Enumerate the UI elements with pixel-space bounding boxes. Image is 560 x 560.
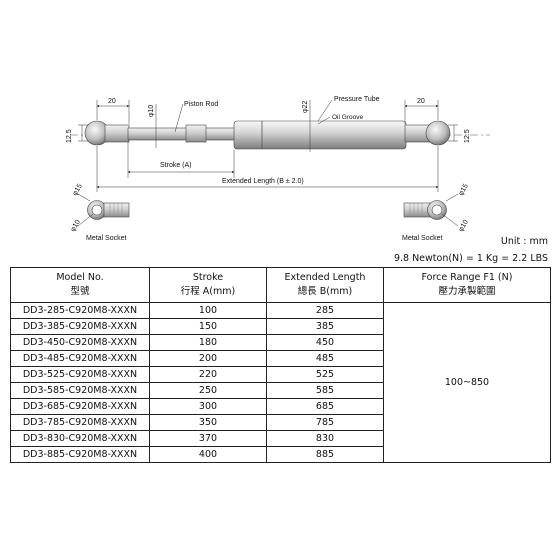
table-row: DD3-525-C920M8-XXXN 220 525	[10, 366, 551, 383]
cell-length: 585	[266, 382, 384, 399]
label-piston-rod: Piston Rod	[184, 101, 218, 108]
gas-spring-drawing: 20 20 φ10 φ22 Piston Rod Pressure Tube O…	[66, 96, 490, 242]
label-socket-left: Metal Socket	[86, 235, 127, 242]
dim-end-right: 20	[417, 98, 425, 105]
cell-stroke: 180	[149, 334, 267, 351]
socket-left-inner: φ10	[70, 219, 82, 233]
spec-table: Model No. 型號 Stroke 行程 A(mm) Extended Le…	[10, 267, 551, 463]
socket-right-outer: φ15	[458, 183, 470, 197]
cell-model: DD3-285-C920M8-XXXN	[10, 302, 150, 319]
cell-model: DD3-785-C920M8-XXXN	[10, 414, 150, 431]
dim-end-left: 20	[108, 98, 116, 105]
dim-end-height-right: 12.5	[464, 129, 471, 143]
cell-model: DD3-685-C920M8-XXXN	[10, 398, 150, 415]
cell-model: DD3-585-C920M8-XXXN	[10, 382, 150, 399]
dim-end-height-left: 12.5	[66, 129, 73, 143]
cell-model: DD3-485-C920M8-XXXN	[10, 350, 150, 367]
cell-length: 285	[266, 302, 384, 319]
cell-length: 685	[266, 398, 384, 415]
table-row: DD3-830-C920M8-XXXN 370 830	[10, 430, 551, 447]
label-stroke: Stroke (A)	[160, 162, 192, 169]
pressure-tube	[233, 120, 407, 150]
table-row: DD3-285-C920M8-XXXN 100 285 100~850	[10, 302, 551, 463]
label-pressure-tube: Pressure Tube	[334, 96, 380, 103]
cell-length: 885	[266, 446, 384, 463]
cell-force-range: 100~850	[383, 302, 551, 463]
label-oil-groove: Oil Groove	[332, 114, 363, 121]
header-stroke: Stroke 行程 A(mm)	[149, 267, 267, 303]
unit-note: Unit : mm	[500, 236, 548, 247]
table-row: DD3-485-C920M8-XXXN 200 485	[10, 350, 551, 367]
cell-stroke: 220	[149, 366, 267, 383]
cell-stroke: 400	[149, 446, 267, 463]
cell-model: DD3-450-C920M8-XXXN	[10, 334, 150, 351]
cell-length: 525	[266, 366, 384, 383]
cell-length: 485	[266, 350, 384, 367]
cell-model: DD3-830-C920M8-XXXN	[10, 430, 150, 447]
cell-stroke: 370	[149, 430, 267, 447]
label-extended-length: Extended Length (B ± 2.0)	[222, 178, 304, 185]
header-model: Model No. 型號	[10, 267, 150, 303]
cell-length: 450	[266, 334, 384, 351]
cell-length: 830	[266, 430, 384, 447]
right-metal-socket	[403, 200, 447, 220]
conversion-note: 9.8 Newton(N) = 1 Kg = 2.2 LBS	[393, 253, 548, 264]
table-header-row: Model No. 型號 Stroke 行程 A(mm) Extended Le…	[10, 267, 551, 303]
cell-stroke: 100	[149, 302, 267, 319]
label-socket-right: Metal Socket	[402, 235, 443, 242]
left-metal-socket	[87, 200, 130, 220]
cell-model: DD3-885-C920M8-XXXN	[10, 446, 150, 463]
table-row: DD3-785-C920M8-XXXN 350 785	[10, 414, 551, 431]
cell-stroke: 200	[149, 350, 267, 367]
dim-tube-dia: φ22	[302, 101, 309, 113]
cell-model: DD3-385-C920M8-XXXN	[10, 318, 150, 335]
header-extended-length: Extended Length 總長 B(mm)	[266, 267, 384, 303]
cell-stroke: 250	[149, 382, 267, 399]
left-end-fitting	[84, 120, 130, 146]
table-row: DD3-885-C920M8-XXXN 400 885	[10, 446, 551, 463]
cell-model: DD3-525-C920M8-XXXN	[10, 366, 150, 383]
cell-length: 785	[266, 414, 384, 431]
socket-left-outer: φ15	[72, 183, 84, 197]
piston-rod	[127, 127, 241, 141]
socket-right-inner: φ10	[458, 219, 470, 233]
cell-stroke: 300	[149, 398, 267, 415]
header-force-range: Force Range F1 (N) 壓力承製範圍	[383, 267, 551, 303]
cell-stroke: 350	[149, 414, 267, 431]
cell-stroke: 150	[149, 318, 267, 335]
cell-length: 385	[266, 318, 384, 335]
dim-rod-dia: φ10	[148, 105, 155, 117]
right-end-fitting	[404, 120, 451, 146]
